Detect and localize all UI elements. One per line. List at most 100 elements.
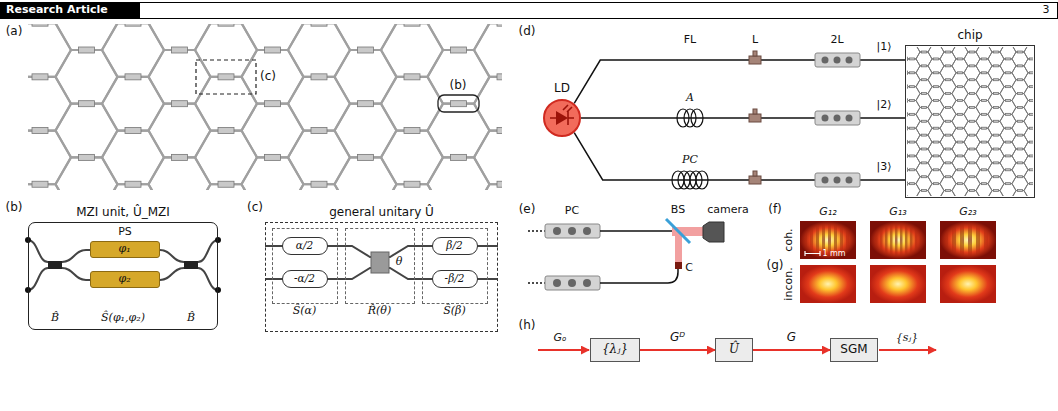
mzi-element bbox=[934, 99, 939, 101]
operator-label: Ŝ(β) bbox=[443, 305, 465, 318]
phase-label: α/2 bbox=[296, 239, 313, 251]
mzi-element bbox=[497, 24, 502, 26]
waveguide bbox=[1024, 100, 1033, 114]
signal-label: Gᴰ bbox=[669, 331, 686, 345]
waveguide bbox=[28, 77, 71, 131]
operator-label: Ŝ(φ₁,φ₂) bbox=[101, 312, 145, 325]
mzi-element bbox=[1030, 86, 1034, 88]
polarization-controller bbox=[815, 53, 860, 187]
mzi-element bbox=[946, 190, 951, 192]
phase-label: -α/2 bbox=[294, 272, 315, 284]
mzi-element bbox=[218, 24, 234, 26]
mzi-element bbox=[1018, 120, 1023, 122]
panel-label: (c) bbox=[247, 201, 263, 215]
waveguide bbox=[474, 77, 502, 131]
mzi-element bbox=[922, 176, 927, 178]
mzi-element bbox=[970, 162, 975, 164]
phase-element: -β/2 bbox=[432, 270, 478, 288]
mzi-element bbox=[982, 141, 987, 143]
mzi-element bbox=[934, 127, 939, 129]
waveguide bbox=[907, 73, 920, 87]
mzi-element bbox=[1018, 51, 1023, 53]
process-label: {λⱼ} bbox=[602, 343, 628, 357]
mzi-element bbox=[910, 169, 915, 171]
mzi-element bbox=[404, 24, 420, 26]
fiber-loop bbox=[672, 109, 708, 189]
mzi-element bbox=[982, 58, 987, 60]
angle-label: θ bbox=[395, 256, 404, 269]
mzi-element bbox=[946, 51, 951, 53]
mzi-element bbox=[172, 101, 188, 107]
mzi-element bbox=[958, 113, 963, 115]
waveguide bbox=[428, 24, 490, 50]
phase-element: -α/2 bbox=[282, 270, 328, 288]
mzi-element bbox=[994, 93, 999, 95]
mzi-element bbox=[994, 190, 999, 192]
waveguide bbox=[1024, 87, 1033, 101]
mzi-element bbox=[922, 120, 927, 122]
mzi-element bbox=[982, 155, 987, 157]
waveguide bbox=[195, 77, 257, 131]
panel-label: (a) bbox=[6, 25, 23, 39]
component-label: chip bbox=[957, 29, 982, 43]
mzi-element bbox=[946, 162, 951, 164]
mzi-element bbox=[218, 74, 234, 80]
process-box: Û bbox=[715, 338, 753, 362]
mzi-element bbox=[934, 155, 939, 157]
setup-e bbox=[528, 219, 724, 290]
box-heading: MZI unit, Û_MZI bbox=[76, 206, 170, 220]
callout-label: (c) bbox=[259, 70, 277, 84]
component-label: LD bbox=[554, 82, 570, 96]
mzi-element bbox=[172, 154, 188, 160]
length-label: A bbox=[686, 92, 694, 105]
mzi-element bbox=[358, 154, 374, 160]
signal-label: G bbox=[786, 331, 797, 345]
mzi-element bbox=[982, 86, 987, 88]
length-label: PC bbox=[682, 154, 698, 167]
mzi-element bbox=[934, 141, 939, 143]
mzi-element bbox=[922, 162, 927, 164]
mzi-element bbox=[1018, 176, 1023, 178]
mzi-element bbox=[1030, 127, 1034, 129]
mzi-element bbox=[265, 101, 281, 107]
mzi-element bbox=[1006, 141, 1011, 143]
component-label: L bbox=[752, 34, 758, 47]
mzi-element bbox=[358, 101, 374, 107]
diode-symbol bbox=[543, 99, 581, 137]
waveguide bbox=[335, 104, 397, 158]
phase-label: φ₂ bbox=[118, 273, 130, 286]
mzi-element bbox=[1006, 169, 1011, 171]
mzi-element bbox=[934, 86, 939, 88]
waveguide bbox=[428, 157, 490, 190]
header-title: Research Article bbox=[6, 4, 108, 17]
waveguide bbox=[288, 131, 350, 185]
mzi-element bbox=[125, 74, 141, 80]
mzi-element bbox=[958, 58, 963, 60]
mzi-element bbox=[1030, 183, 1034, 185]
mzi-element bbox=[125, 128, 141, 134]
phase-element: α/2 bbox=[282, 237, 328, 255]
mzi-element bbox=[265, 154, 281, 160]
waveguide bbox=[907, 142, 920, 156]
mzi-element bbox=[311, 24, 327, 26]
waveguide bbox=[56, 50, 118, 104]
phase-label: β/2 bbox=[446, 239, 462, 251]
waveguide bbox=[1024, 156, 1033, 170]
mzi-element bbox=[910, 72, 915, 74]
image-title: G₁₃ bbox=[889, 206, 906, 219]
waveguide bbox=[149, 24, 211, 50]
state-label: |3⟩ bbox=[877, 161, 892, 174]
waveguide bbox=[907, 114, 920, 128]
header-rule bbox=[1, 3, 1058, 19]
component-label: camera bbox=[707, 204, 749, 217]
row-label: coh. bbox=[783, 228, 796, 251]
waveguide bbox=[1024, 142, 1033, 156]
box-heading: general unitary Û bbox=[329, 206, 434, 220]
phase-label: -β/2 bbox=[445, 272, 465, 284]
mzi-element bbox=[994, 106, 999, 108]
callout-box bbox=[196, 60, 256, 94]
panel-label: (e) bbox=[519, 203, 536, 217]
mzi-element bbox=[946, 79, 951, 81]
mzi-element bbox=[982, 127, 987, 129]
operator-label: B̂ bbox=[187, 312, 195, 325]
